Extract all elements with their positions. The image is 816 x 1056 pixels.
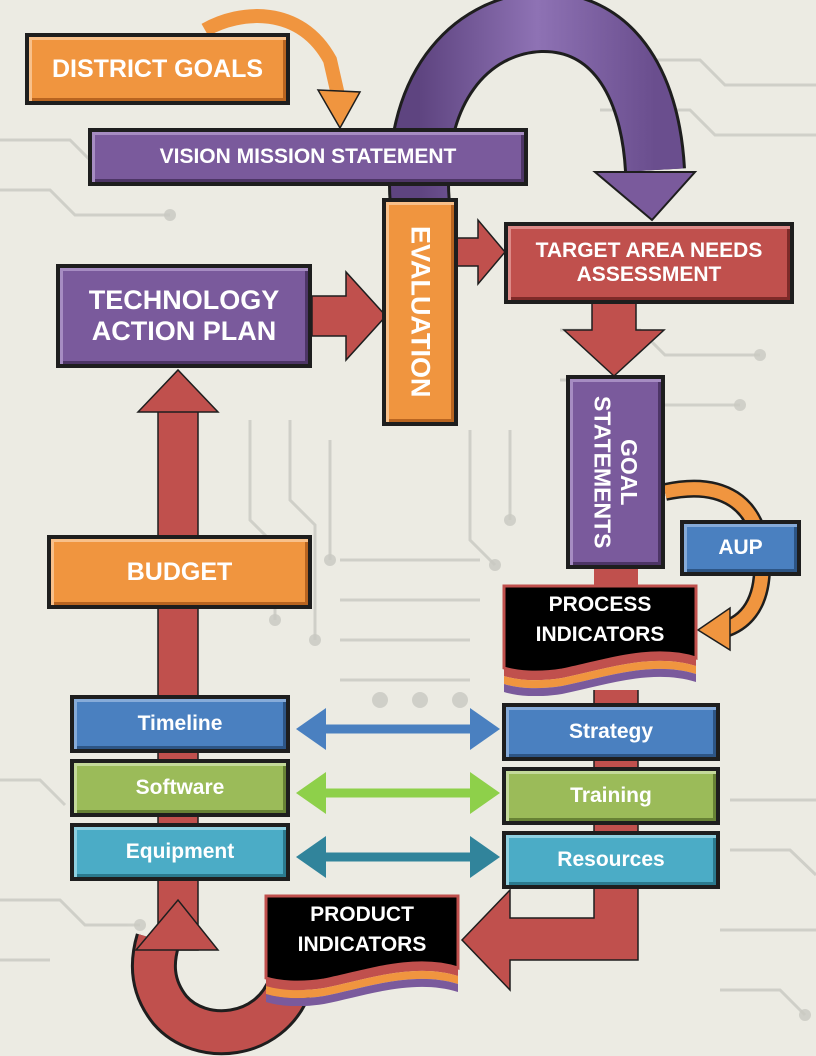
software-label: Software — [135, 775, 225, 799]
aup-box: AUP — [680, 520, 801, 576]
evaluation-label: EVALUATION — [405, 226, 436, 398]
product-indicators-doc: PRODUCT INDICATORS — [264, 894, 460, 1007]
process-indicators-shape — [502, 584, 698, 697]
timeline-box: Timeline — [70, 695, 290, 753]
process-indicators-doc: PROCESS INDICATORS — [502, 584, 698, 697]
arrowhead-bottom-up — [134, 898, 220, 951]
arrowhead-to-plan — [136, 368, 220, 413]
budget-box: BUDGET — [47, 535, 312, 609]
budget-label: BUDGET — [126, 557, 233, 586]
arrow-target-to-goals — [562, 299, 666, 378]
target-area-box: TARGET AREA NEEDS ASSESSMENT — [504, 222, 794, 304]
double-arrow-timeline-strategy — [296, 708, 500, 750]
vision-mission-label: VISION MISSION STATEMENT — [159, 144, 457, 168]
arrowhead-to-process — [696, 606, 731, 652]
arrow-eval-right — [455, 217, 506, 287]
timeline-label: Timeline — [137, 711, 223, 735]
district-goals-box: DISTRICT GOALS — [25, 33, 290, 105]
resources-box: Resources — [502, 831, 720, 889]
product-indicators-shape — [264, 894, 460, 1007]
software-box: Software — [70, 759, 290, 817]
technology-action-plan-box: TECHNOLOGY ACTION PLAN — [56, 264, 312, 368]
arrow-to-product — [460, 690, 639, 992]
target-area-label: TARGET AREA NEEDS ASSESSMENT — [535, 238, 763, 286]
district-goals-label: DISTRICT GOALS — [51, 54, 264, 83]
strategy-box: Strategy — [502, 703, 720, 761]
arrowhead-goals-to-vision — [316, 89, 362, 130]
goal-statements-label: GOAL STATEMENTS — [589, 395, 642, 549]
training-label: Training — [570, 783, 652, 807]
evaluation-box: EVALUATION — [382, 198, 458, 426]
strategy-label: Strategy — [568, 719, 654, 743]
equipment-box: Equipment — [70, 823, 290, 881]
arrowhead-to-target — [592, 171, 698, 222]
double-arrow-software-training — [296, 772, 500, 814]
product-indicators-label: PRODUCT INDICATORS — [297, 903, 427, 957]
double-arrow-equipment-resources — [296, 836, 500, 878]
aup-label: AUP — [718, 535, 763, 559]
arrow-goals-to-vision — [201, 9, 345, 97]
equipment-label: Equipment — [125, 839, 235, 863]
training-box: Training — [502, 767, 720, 825]
goal-statements-box: GOAL STATEMENTS — [566, 375, 665, 569]
arrow-plan-to-evaluation — [311, 270, 388, 362]
resources-label: Resources — [557, 847, 665, 871]
technology-action-plan-label: TECHNOLOGY ACTION PLAN — [88, 284, 280, 346]
vision-mission-box: VISION MISSION STATEMENT — [88, 128, 528, 186]
process-indicators-label: PROCESS INDICATORS — [535, 593, 665, 647]
